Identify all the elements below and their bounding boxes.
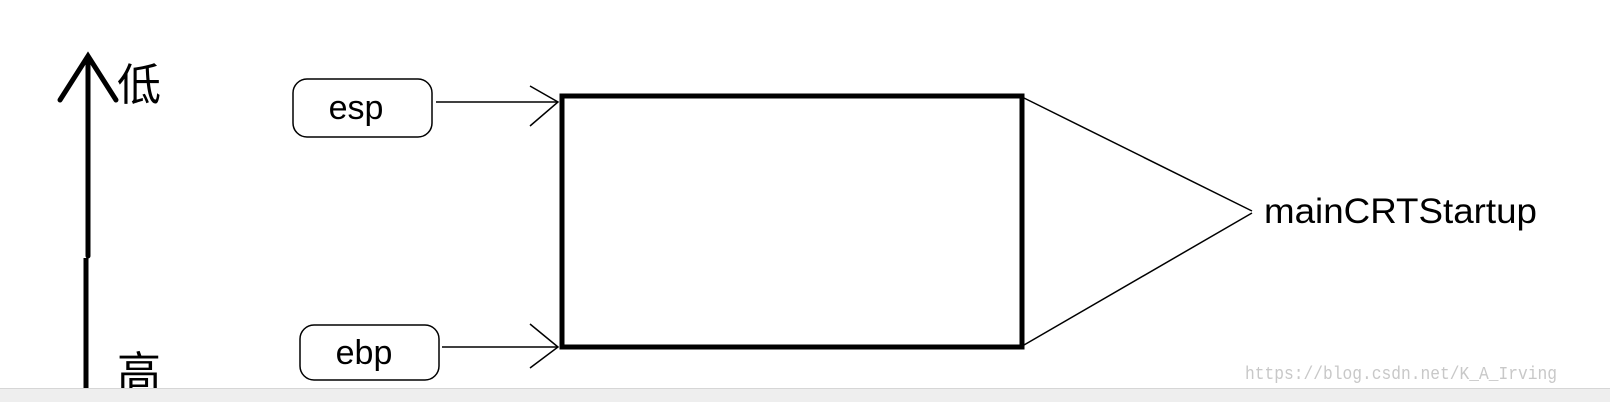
bracket-line-top [1023,97,1253,212]
register-label-esp: esp [329,89,384,127]
register-box-esp [292,78,433,138]
frame-bracket [1023,97,1253,346]
address-axis: 低 高 [57,51,161,401]
stack-frame-label: mainCRTStartup [1264,192,1537,231]
bottom-scroll-strip [0,388,1610,402]
esp-arrow-head [529,85,560,127]
stack-frame-box [559,93,1025,350]
axis-low-label: 低 [117,60,161,111]
bracket-line-bottom [1023,212,1253,346]
axis-arrowhead [57,51,119,103]
ebp-arrow-head [529,323,560,369]
register-label-ebp: ebp [336,334,393,372]
watermark-text: https://blog.csdn.net/K_A_Irving [1245,365,1557,385]
ebp-pointer: ebp [299,323,560,381]
register-box-ebp [299,324,440,381]
esp-pointer: esp [292,78,560,138]
